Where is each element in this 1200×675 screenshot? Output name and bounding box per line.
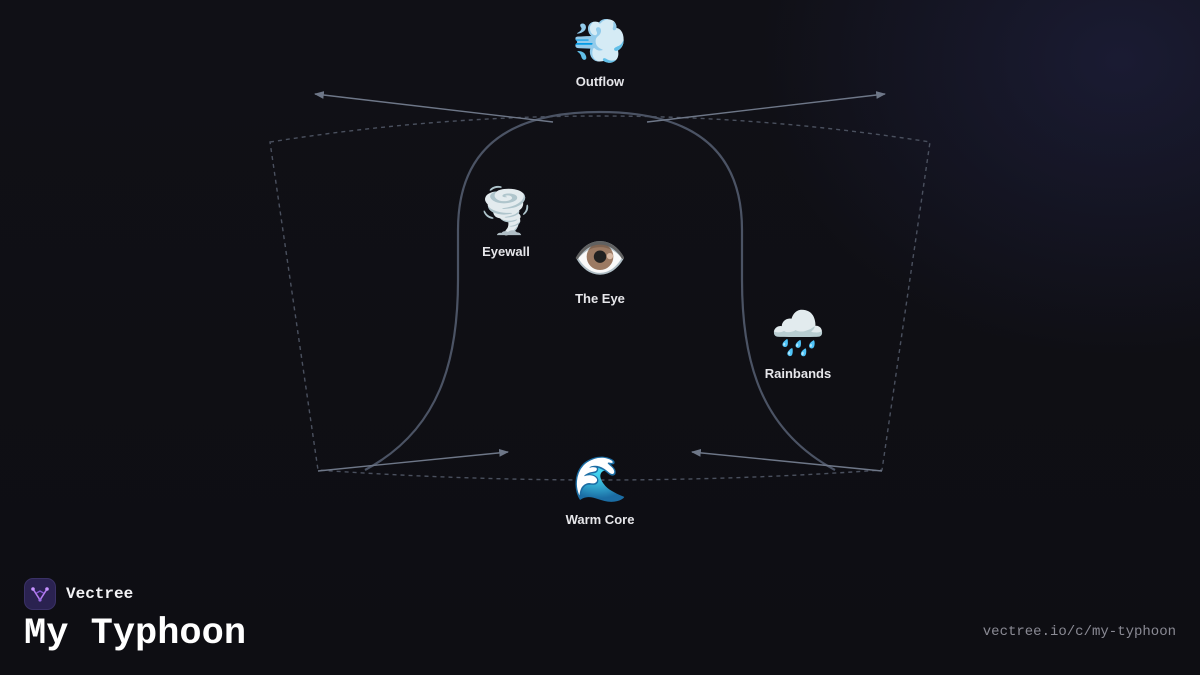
node-label: Eyewall bbox=[482, 244, 530, 259]
dashing-away-icon: 💨 bbox=[572, 17, 628, 66]
brand-name: Vectree bbox=[66, 585, 134, 603]
eye-icon: 👁️ bbox=[572, 234, 628, 283]
arrow-inflow-left bbox=[317, 448, 509, 472]
brand[interactable]: Vectree bbox=[24, 577, 133, 611]
dashed-boundary bbox=[269, 115, 931, 481]
node-rainbands[interactable]: 🌧️ Rainbands bbox=[728, 308, 868, 381]
page-title: My Typhoon bbox=[24, 613, 247, 655]
node-label: Rainbands bbox=[764, 366, 832, 381]
arrow-outflow-left bbox=[314, 91, 554, 123]
tornado-icon: 🌪️ bbox=[478, 187, 534, 236]
arrow-outflow-right bbox=[646, 91, 886, 123]
bell-curve bbox=[364, 110, 836, 471]
water-wave-icon: 🌊 bbox=[572, 455, 628, 504]
arrow-inflow-right bbox=[691, 448, 883, 472]
cloud-with-rain-icon: 🌧️ bbox=[770, 309, 826, 358]
node-label: Outflow bbox=[575, 74, 625, 89]
node-eyewall[interactable]: 🌪️ Eyewall bbox=[436, 186, 576, 259]
node-warm-core[interactable]: 🌊 Warm Core bbox=[530, 454, 670, 527]
page-url[interactable]: vectree.io/c/my-typhoon bbox=[982, 624, 1176, 640]
node-outflow[interactable]: 💨 Outflow bbox=[530, 16, 670, 89]
node-label: The Eye bbox=[575, 291, 625, 306]
vectree-logo-icon bbox=[24, 578, 56, 610]
node-label: Warm Core bbox=[565, 512, 635, 527]
node-the-eye[interactable]: 👁️ The Eye bbox=[530, 233, 670, 306]
